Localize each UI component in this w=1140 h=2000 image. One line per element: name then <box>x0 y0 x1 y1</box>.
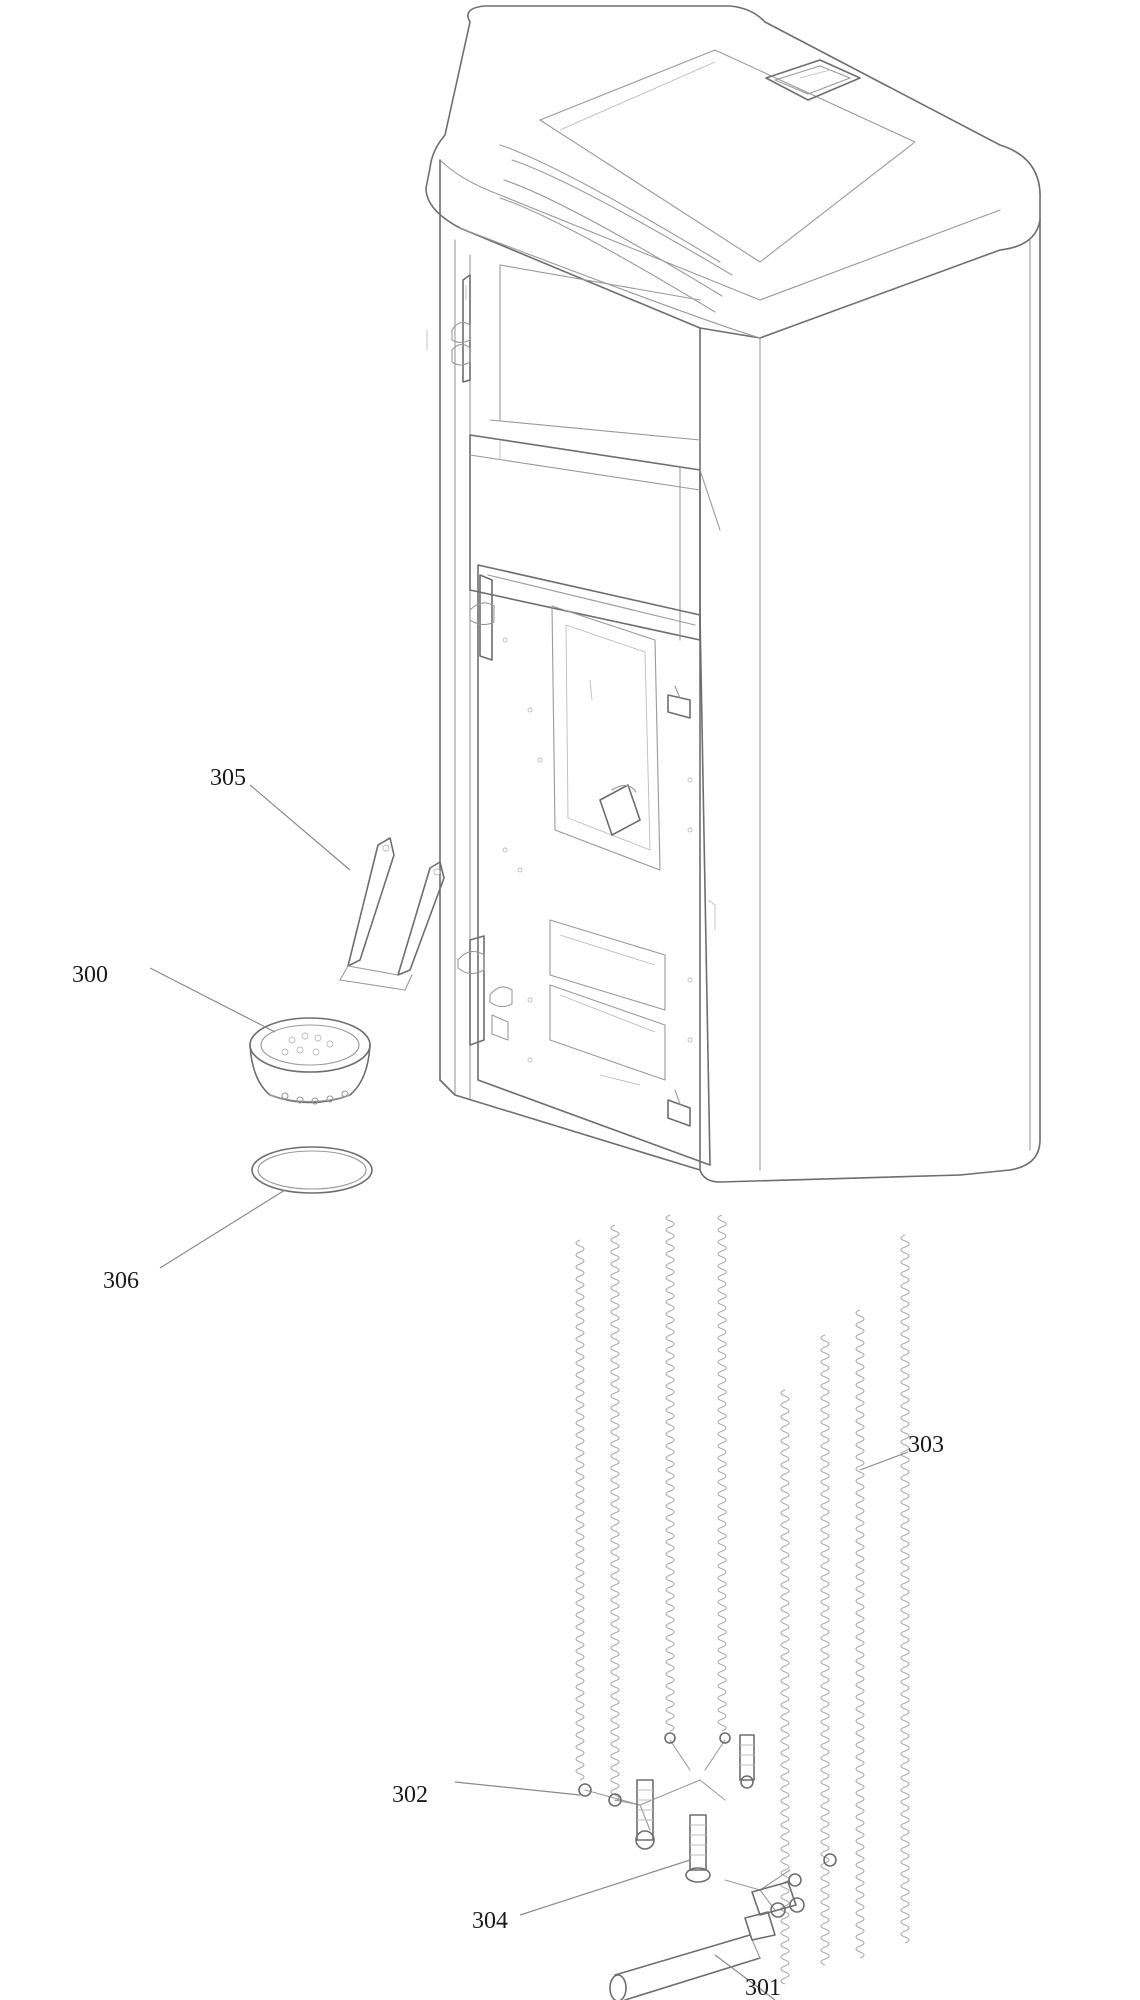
part-302-base-fittings <box>578 1732 755 1850</box>
leader-302 <box>454 1781 581 1796</box>
leader-304 <box>519 1859 691 1916</box>
leader-306 <box>159 1189 286 1269</box>
part-305-bracket <box>339 837 445 991</box>
label-304: 304 <box>472 1908 508 1934</box>
part-306-gasket-ring <box>251 1146 373 1194</box>
spring-1 <box>575 1239 585 1781</box>
label-303: 303 <box>908 1432 944 1458</box>
spring-3 <box>665 1214 675 1732</box>
spring-8 <box>900 1234 910 1944</box>
spring-2 <box>610 1224 620 1802</box>
part-303-springs <box>575 1214 910 1985</box>
leader-303 <box>859 1451 909 1471</box>
stove-body <box>425 5 1041 1183</box>
part-301-rod <box>609 1881 797 2000</box>
spring-7 <box>855 1309 865 1959</box>
label-306: 306 <box>103 1268 139 1294</box>
leader-301 <box>714 1954 776 2000</box>
spring-4 <box>717 1214 727 1732</box>
spring-5 <box>780 1389 790 1985</box>
spring-6 <box>820 1334 830 1966</box>
leader-305 <box>249 784 351 871</box>
part-300-burner-pot <box>249 1017 371 1105</box>
label-301: 301 <box>745 1975 781 2000</box>
label-302: 302 <box>392 1782 428 1808</box>
label-305: 305 <box>210 765 246 791</box>
leader-300 <box>149 967 276 1033</box>
part-304-fittings <box>685 1814 837 1918</box>
label-300: 300 <box>72 962 108 988</box>
